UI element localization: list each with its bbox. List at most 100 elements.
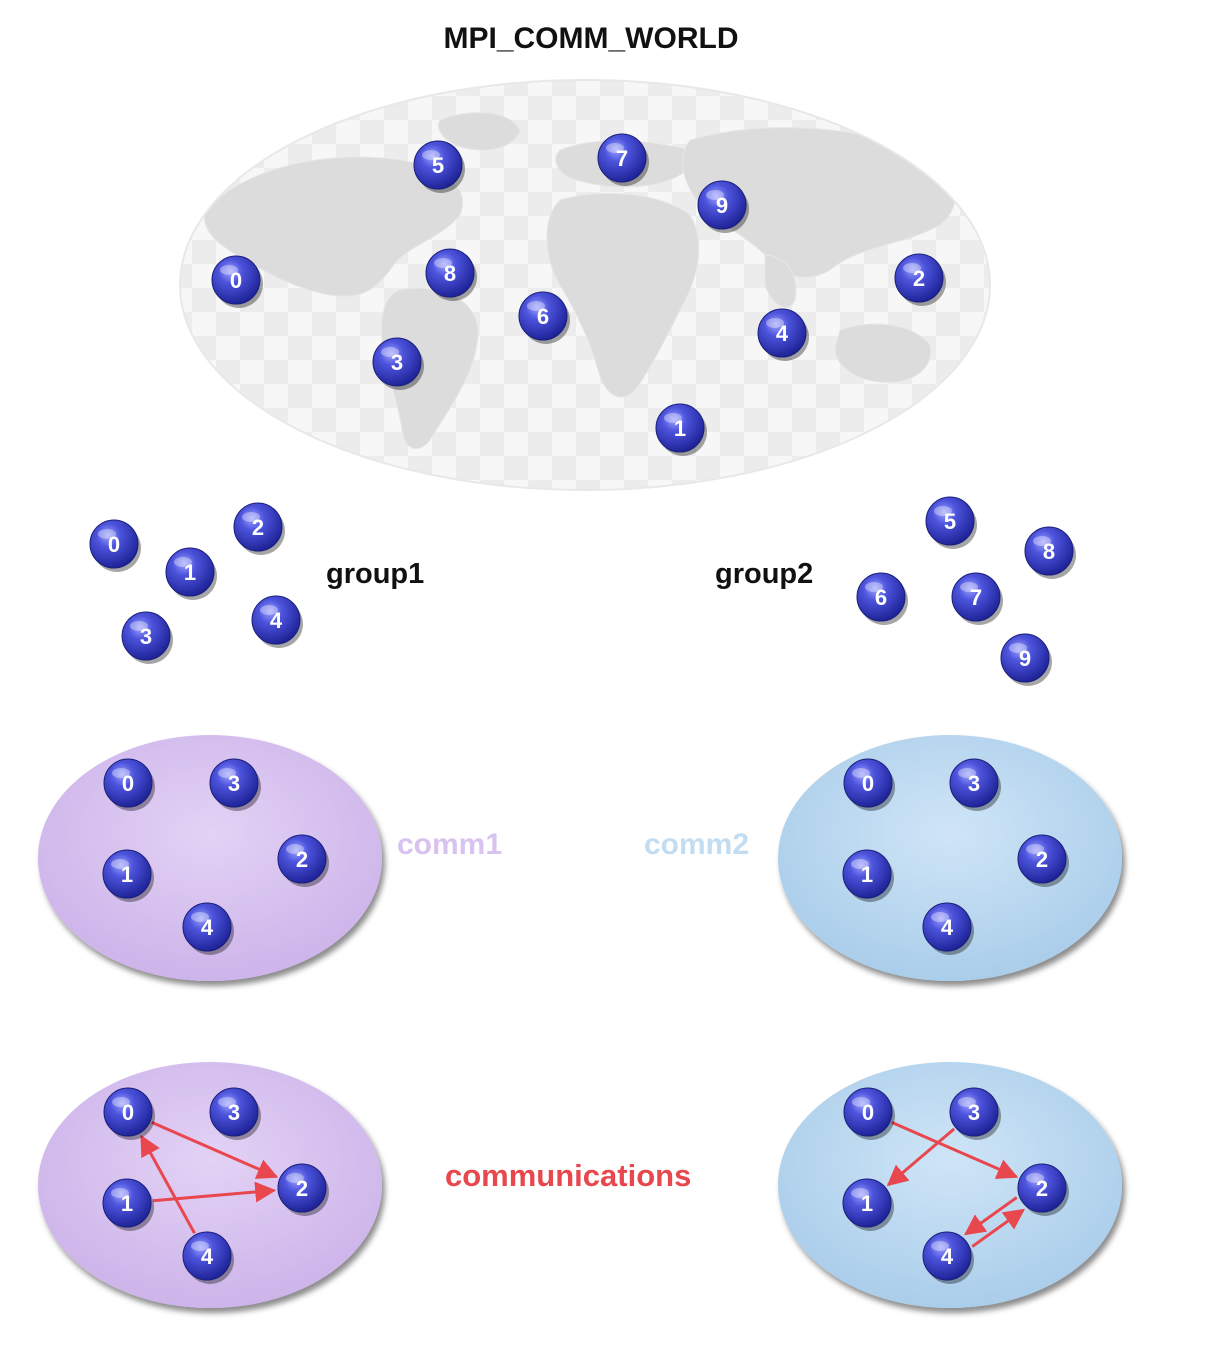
group2-node-6: 6 (856, 572, 908, 625)
comm2-comm-node-1: 1 (842, 1178, 894, 1231)
node-label: 1 (121, 862, 133, 887)
comm2-label: comm2 (644, 828, 750, 861)
comm1-node-4: 4 (182, 902, 234, 955)
node-label: 5 (432, 153, 444, 178)
world-node-5: 5 (413, 140, 465, 193)
world-node-9: 9 (697, 180, 749, 233)
node-label: 0 (108, 532, 120, 557)
node-label: 4 (201, 915, 214, 940)
node-label: 3 (228, 771, 240, 796)
comm1-node-0: 0 (103, 758, 155, 811)
india-shape (764, 254, 797, 308)
node-label: 6 (537, 304, 549, 329)
greenland-shape (437, 112, 521, 151)
group2-node-7: 7 (951, 572, 1003, 625)
node-label: 4 (941, 915, 954, 940)
comm2-comm-node-0: 0 (843, 1087, 895, 1140)
comm2-node-0: 0 (843, 758, 895, 811)
comm2-edges-arrow-2-to-4 (963, 1196, 1018, 1236)
node-label: 3 (228, 1100, 240, 1125)
world-node-0: 0 (211, 255, 263, 308)
group1-node-3: 3 (121, 611, 173, 664)
node-label: 2 (913, 266, 925, 291)
node-label: 8 (1043, 539, 1055, 564)
node-label: 2 (296, 847, 308, 872)
comm2-comm-node-3: 3 (949, 1087, 1001, 1140)
diagram-title: MPI_COMM_WORLD (443, 22, 739, 55)
world-map (179, 79, 991, 491)
comm2-node-4: 4 (922, 902, 974, 955)
comm2-edges-arrow-3-to-1 (886, 1127, 956, 1187)
node-label: 1 (674, 416, 686, 441)
process-nodes: 5 7 9 0 8 2 6 4 3 1 0 2 1 3 4 5 8 6 7 9 0 3 1 2 4 0 3 1 2 4 0 3 1 2 4 0 3 1 2 4 (89, 133, 1076, 1284)
group1-label: group1 (326, 558, 425, 590)
group2-node-5: 5 (925, 496, 977, 549)
comm2-edges-arrow-4-to-2 (971, 1208, 1026, 1248)
group1-node-4: 4 (251, 595, 303, 648)
node-label: 2 (1036, 847, 1048, 872)
comm1-comm-node-0: 0 (103, 1087, 155, 1140)
comm1-comm-node-4: 4 (182, 1231, 234, 1284)
comm1-comm-node-1: 1 (102, 1178, 154, 1231)
comm1-node-2: 2 (277, 834, 329, 887)
node-label: 5 (944, 509, 956, 534)
node-label: 0 (862, 1100, 874, 1125)
world-node-1: 1 (655, 403, 707, 456)
node-label: 0 (122, 1100, 134, 1125)
group1-node-1: 1 (165, 547, 217, 600)
comm1-edges-arrow-0-to-2 (151, 1121, 279, 1179)
node-label: 3 (140, 624, 152, 649)
comm2-node-2: 2 (1017, 834, 1069, 887)
node-label: 9 (716, 193, 728, 218)
comm2-node-3: 3 (949, 758, 1001, 811)
node-label: 1 (861, 862, 873, 887)
world-node-4: 4 (757, 308, 809, 361)
node-label: 1 (861, 1191, 873, 1216)
world-node-7: 7 (597, 133, 649, 186)
node-label: 3 (968, 771, 980, 796)
comm2-edges-arrow-0-to-2 (891, 1121, 1019, 1179)
group1-node-2: 2 (233, 502, 285, 555)
node-label: 4 (941, 1244, 954, 1269)
node-label: 2 (252, 515, 264, 540)
node-label: 8 (444, 261, 456, 286)
node-label: 7 (970, 585, 982, 610)
node-label: 1 (121, 1191, 133, 1216)
node-label: 2 (1036, 1176, 1048, 1201)
node-label: 9 (1019, 646, 1031, 671)
communication-arrows (140, 1121, 1026, 1248)
node-label: 2 (296, 1176, 308, 1201)
node-label: 3 (968, 1100, 980, 1125)
comm1-edges-arrow-4-to-0 (140, 1134, 196, 1234)
comm1-comm-node-2: 2 (277, 1163, 329, 1216)
node-label: 4 (201, 1244, 214, 1269)
node-label: 0 (862, 771, 874, 796)
comm2-comm-node-4: 4 (922, 1231, 974, 1284)
node-label: 3 (391, 350, 403, 375)
australia-shape (834, 323, 932, 383)
comm1-comm-node-3: 3 (209, 1087, 261, 1140)
node-label: 7 (616, 146, 628, 171)
world-node-2: 2 (894, 253, 946, 306)
comm1-node-3: 3 (209, 758, 261, 811)
south-america-shape (381, 287, 479, 450)
comm1-label: comm1 (397, 828, 503, 861)
node-label: 1 (184, 560, 196, 585)
node-label: 4 (776, 321, 789, 346)
comm2-comm-node-2: 2 (1017, 1163, 1069, 1216)
node-label: 0 (122, 771, 134, 796)
comm2-node-1: 1 (842, 849, 894, 902)
comm1-edges-arrow-1-to-2 (152, 1181, 277, 1203)
group2-label: group2 (715, 558, 814, 590)
node-label: 6 (875, 585, 887, 610)
world-node-8: 8 (425, 248, 477, 301)
comm1-node-1: 1 (102, 849, 154, 902)
group2-node-8: 8 (1024, 526, 1076, 579)
group1-node-0: 0 (89, 519, 141, 572)
africa-shape (546, 192, 700, 398)
communications-label: communications (445, 1158, 692, 1193)
node-label: 4 (270, 608, 283, 633)
world-node-6: 6 (518, 291, 570, 344)
